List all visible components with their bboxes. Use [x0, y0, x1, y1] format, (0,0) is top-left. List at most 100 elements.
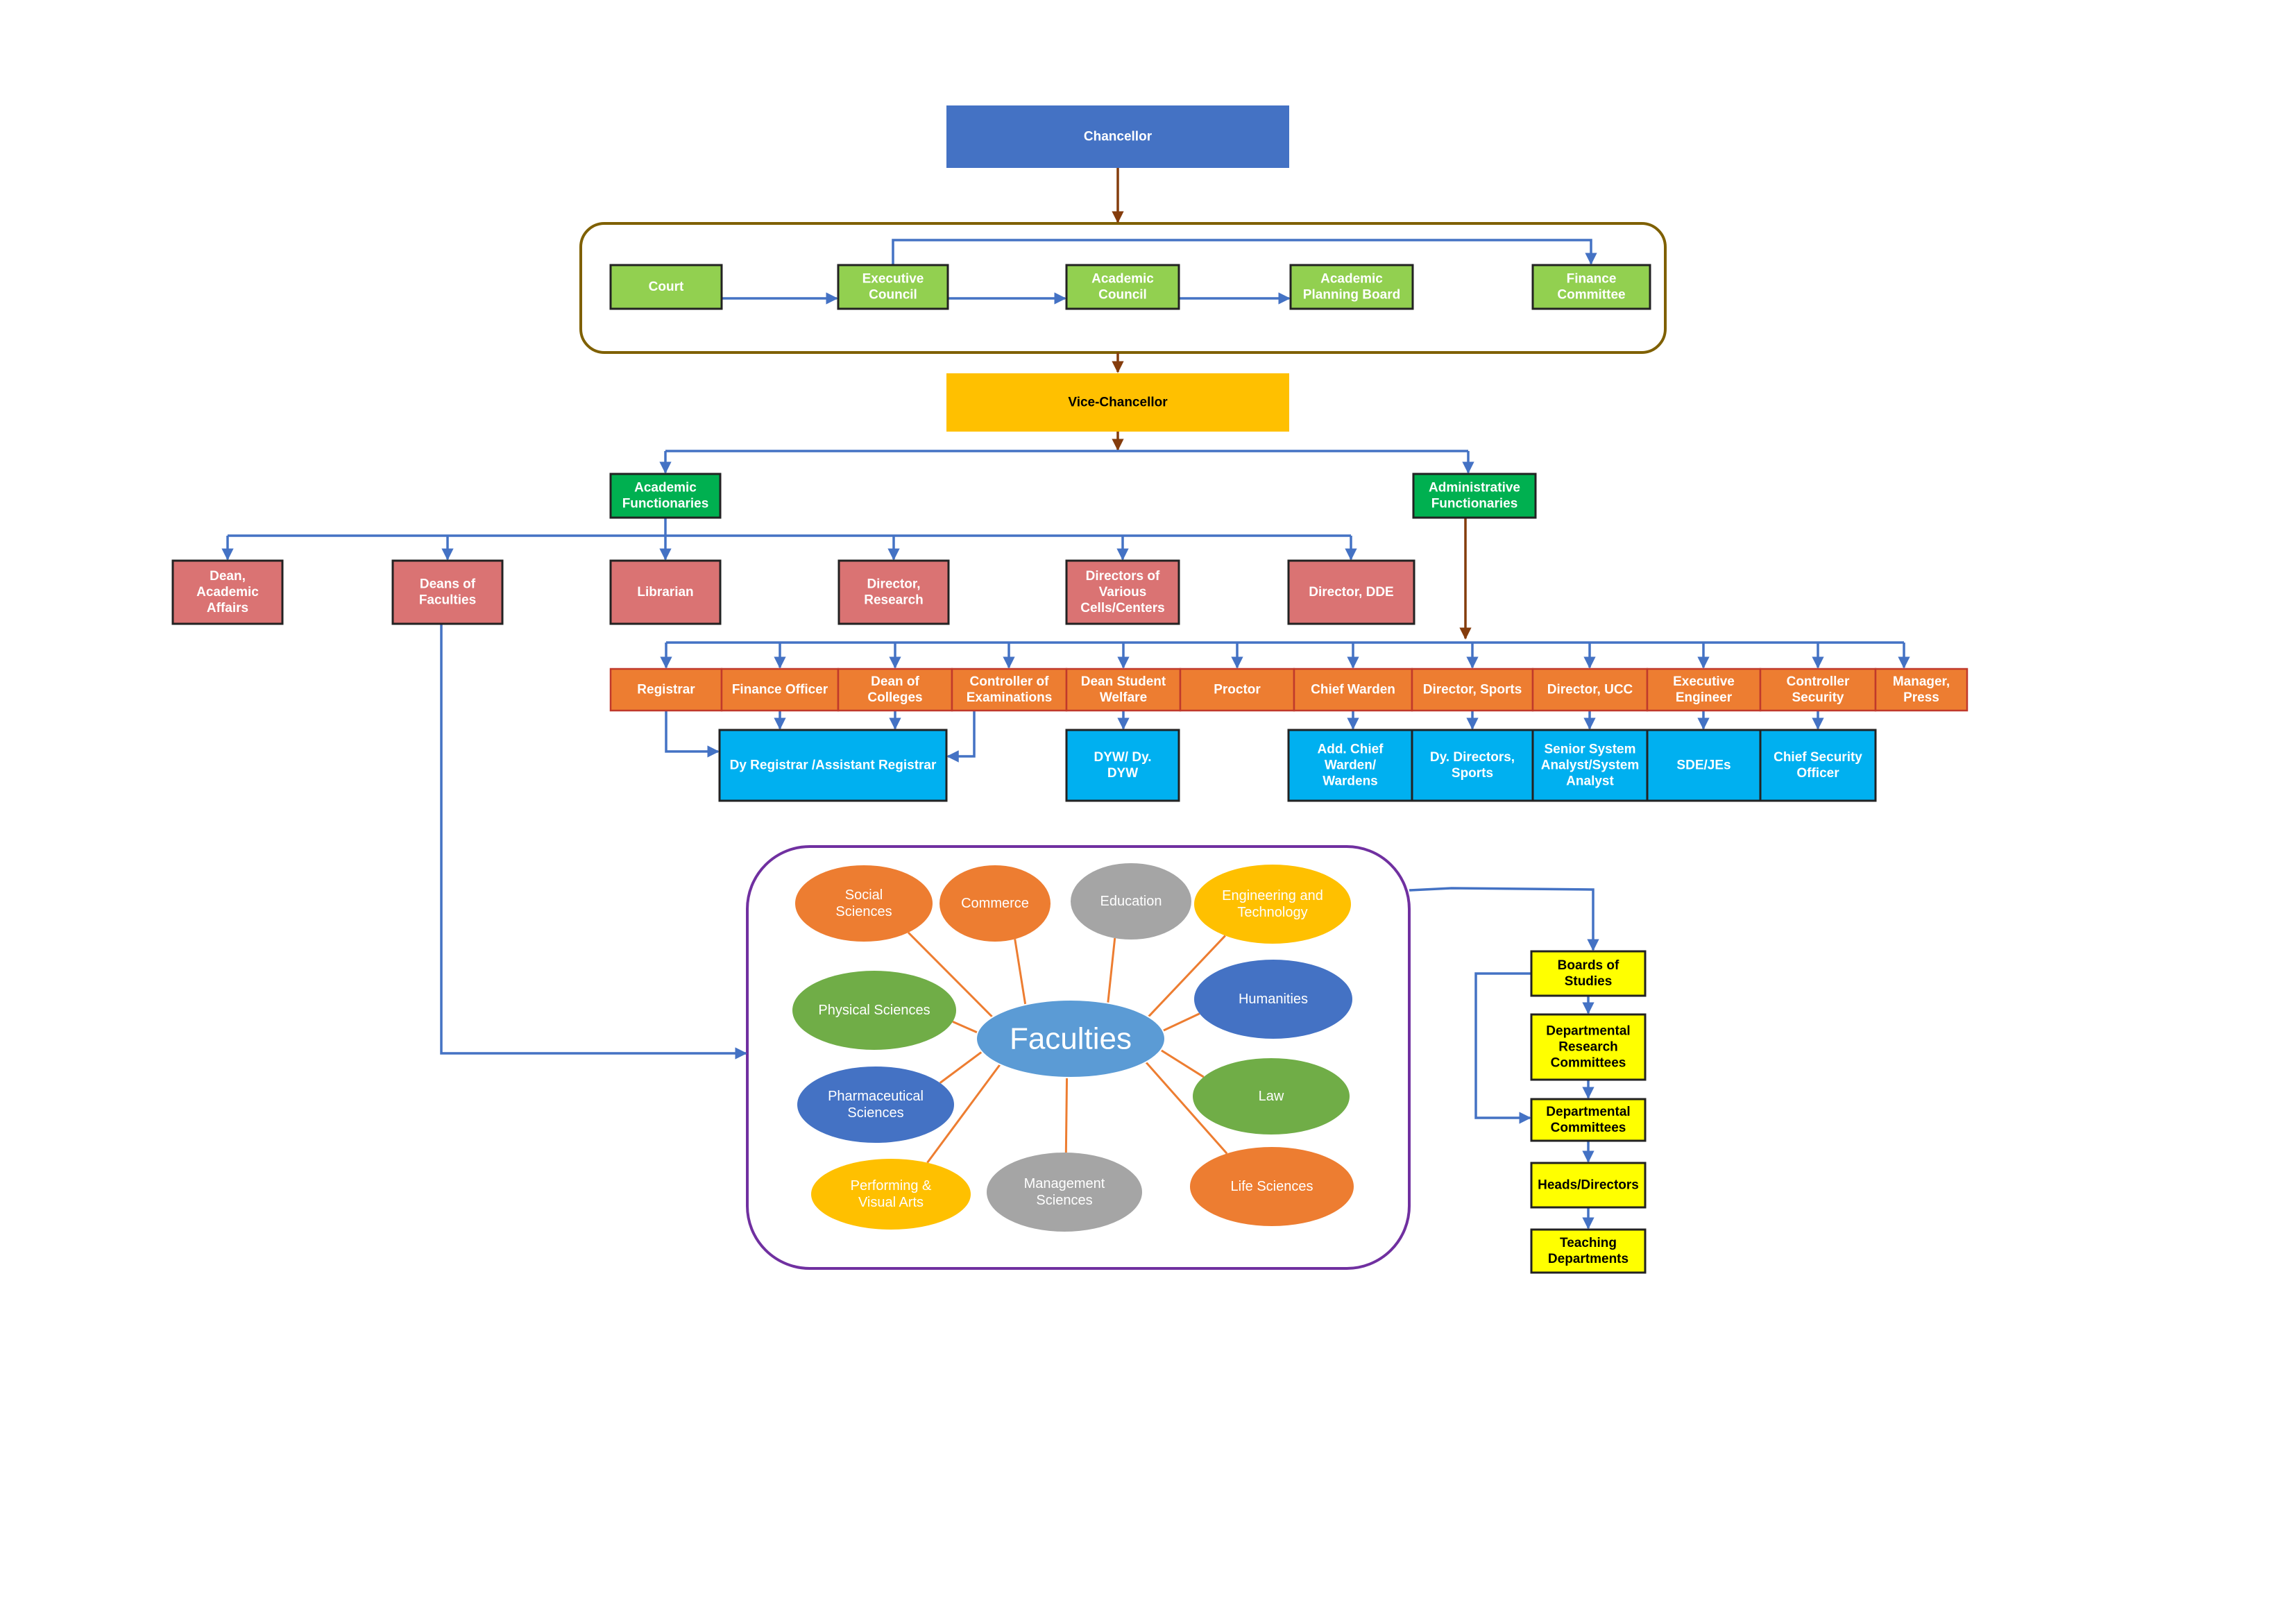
director-ucc-node-box [1531, 668, 1649, 712]
faculty-oval [1190, 1147, 1354, 1226]
director-research-node-box [837, 559, 950, 625]
node-label: Committees [1551, 1056, 1626, 1071]
heads-directors-node: Heads/Directors [1530, 1162, 1647, 1209]
add-chief-warden-node-box [1287, 729, 1413, 802]
node-label: Librarian [637, 585, 693, 600]
faculty-oval [1194, 960, 1352, 1039]
faculty-oval [939, 865, 1051, 942]
node-label: Senior System [1545, 742, 1636, 756]
node-label: Teaching [1560, 1236, 1617, 1250]
faculties-center-oval [976, 999, 1166, 1078]
proctor-node: Proctor [1179, 668, 1295, 712]
node-label: Academic [1091, 271, 1154, 286]
manager-press-node: Manager,Press [1874, 668, 1968, 712]
node-label: Controller of [970, 674, 1050, 689]
chancellor-node: Chancellor [946, 105, 1289, 168]
faculty-physical-sciences: Physical Sciences [792, 971, 956, 1050]
academic-functionaries-node-box [609, 473, 722, 519]
node-label: Committees [1551, 1121, 1626, 1135]
node-label: Visual Arts [858, 1195, 924, 1210]
frames-layer [579, 222, 1667, 1270]
faculty-spoke-line [939, 1050, 984, 1084]
vice-chancellor-label: Vice-Chancellor [1068, 396, 1168, 410]
faculty-oval [1193, 1058, 1350, 1135]
node-label: Directors of [1086, 569, 1160, 584]
council-group-frame [579, 222, 1667, 354]
boards-to-committees-arrow [1474, 972, 1531, 1124]
boards-of-studies-node-box [1530, 950, 1647, 997]
faculty-oval [792, 971, 956, 1050]
faculty-spoke-line [1107, 937, 1116, 1004]
registrar-node-box [609, 668, 723, 712]
node-label: Departments [1548, 1252, 1629, 1266]
controller-to-dy-arrow [946, 711, 976, 763]
court-node-box [609, 264, 723, 310]
node-label: Examinations [967, 690, 1053, 705]
faculty-oval [797, 1067, 954, 1143]
node-label: Education [1100, 894, 1162, 909]
node-label: Welfare [1100, 690, 1147, 705]
dy-registrar-node-box [718, 729, 948, 802]
node-label: Executive [862, 271, 924, 286]
node-label: Director, DDE [1309, 585, 1393, 600]
node-label: Research [864, 593, 924, 608]
manager-press-node-box [1874, 668, 1968, 712]
node-label: Humanities [1239, 992, 1308, 1007]
academic-planning-board-node-box [1289, 264, 1414, 310]
node-label: Finance [1567, 271, 1617, 286]
faculty-life-sciences: Life Sciences [1190, 1147, 1354, 1226]
proctor-node-box [1179, 668, 1295, 712]
node-label: Academic [1320, 271, 1383, 286]
faculty-commerce: Commerce [939, 865, 1051, 942]
librarian-node-box [609, 559, 722, 625]
node-label: DYW/ Dy. [1094, 750, 1151, 765]
faculty-oval [795, 865, 933, 942]
node-label: Dean Student [1081, 674, 1166, 689]
node-label: Officer [1796, 766, 1839, 781]
finance-committee-node-box [1531, 264, 1651, 310]
faculty-oval [1194, 865, 1351, 944]
faculty-education: Education [1071, 863, 1191, 940]
node-label: Faculties [419, 593, 476, 608]
faculty-performing-visual-arts: Performing &Visual Arts [811, 1159, 971, 1230]
node-label: Technology [1237, 905, 1307, 920]
dean-student-welfare-node-box [1065, 668, 1182, 712]
chancellor-label: Chancellor [1084, 130, 1153, 144]
node-label: Chief Security [1774, 750, 1862, 765]
teaching-departments-node-box [1530, 1228, 1647, 1274]
node-label: Affairs [207, 601, 248, 615]
node-label: Add. Chief [1318, 742, 1384, 756]
faculties-group-frame [746, 845, 1411, 1270]
node-label: Departmental [1546, 1023, 1630, 1038]
chief-security-officer-node-box [1759, 729, 1877, 802]
controller-security-node-box [1759, 668, 1877, 712]
deans-of-faculties-node-box [391, 559, 504, 625]
controller-of-examinations-node-box [951, 668, 1068, 712]
director-research-node: Director,Research [837, 559, 950, 625]
finance-officer-node: Finance Officer [720, 668, 840, 712]
faculty-humanities: Humanities [1194, 960, 1352, 1039]
faculties-to-boards-arrow [1409, 887, 1599, 951]
directors-various-cells-node-box [1065, 559, 1180, 625]
node-label: Council [1098, 288, 1147, 303]
faculty-spoke-line [908, 931, 994, 1019]
node-label: Sciences [847, 1105, 903, 1121]
node-label: Administrative [1429, 480, 1520, 495]
dy-directors-sports-node-box [1411, 729, 1534, 802]
node-label: Boards of [1558, 958, 1619, 973]
